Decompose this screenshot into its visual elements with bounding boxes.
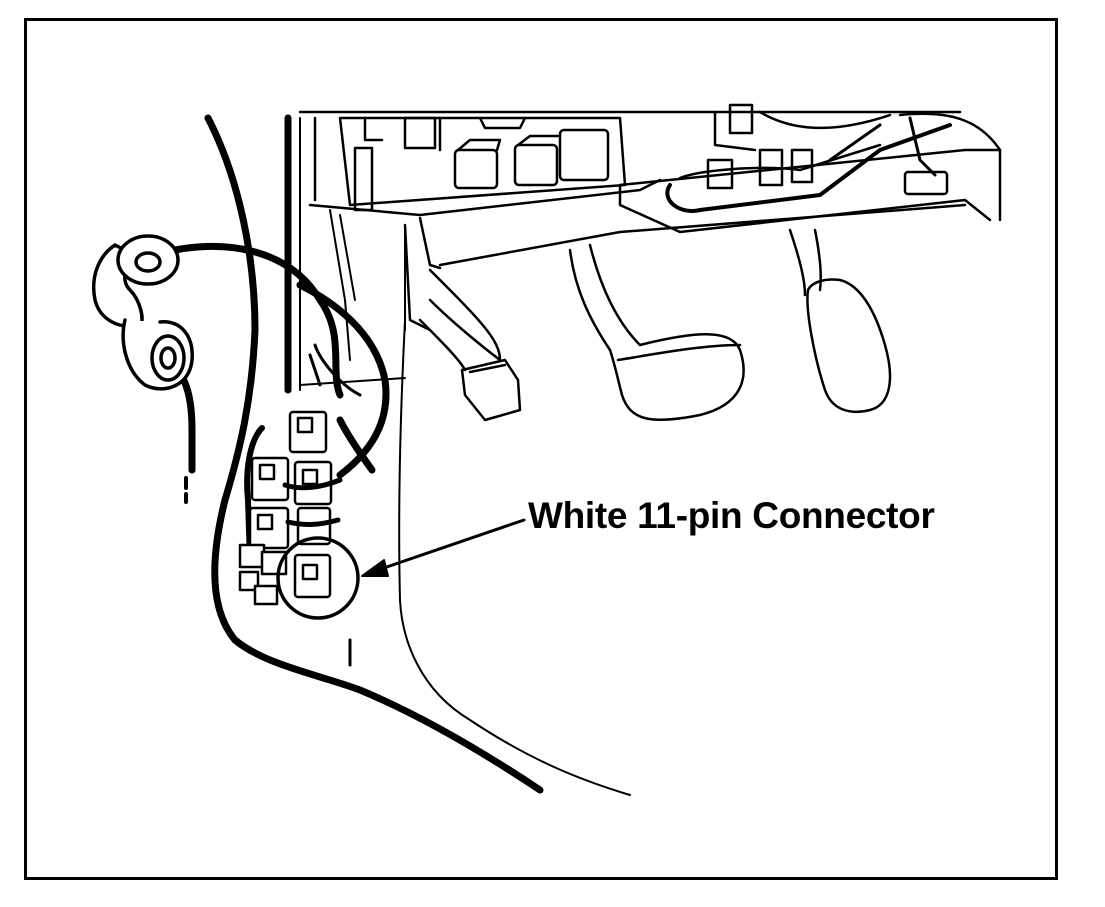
kick-panel	[204, 114, 631, 796]
connector-highlight-circle	[276, 536, 360, 620]
grommets	[92, 234, 194, 391]
connector-callout	[276, 518, 526, 620]
callout-arrowhead	[361, 559, 389, 577]
pedals	[418, 228, 892, 422]
steering-column	[665, 103, 952, 213]
diagram-frame	[24, 18, 1058, 880]
fuse-box	[338, 116, 627, 212]
callout-arrow-line	[370, 518, 526, 574]
connector-callout-label: White 11-pin Connector	[528, 495, 935, 536]
wiring-harness	[171, 243, 390, 504]
connector-cluster	[238, 410, 343, 606]
